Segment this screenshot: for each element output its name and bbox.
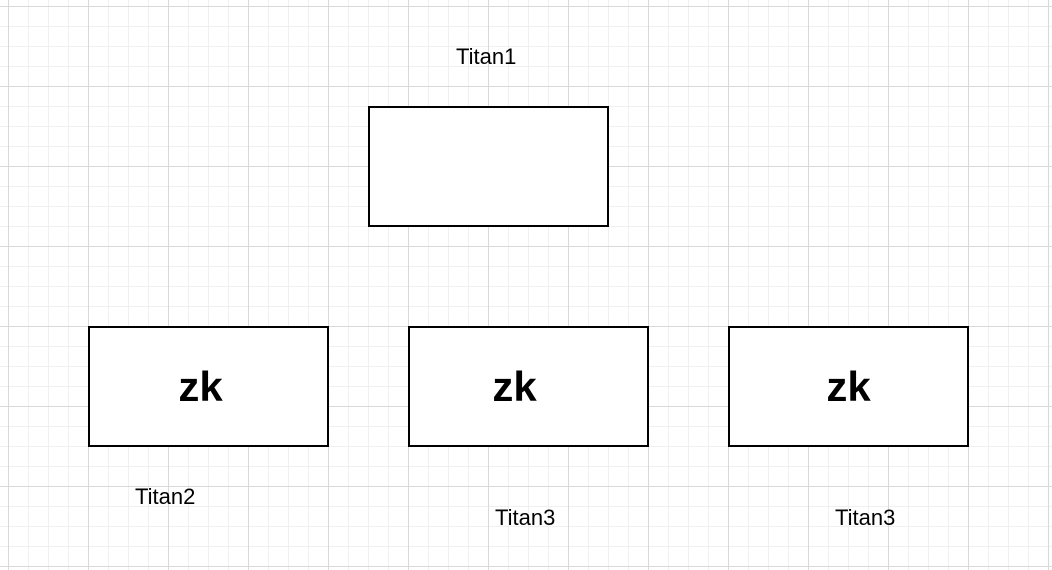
zk-node-caption-3: Titan3 (835, 505, 896, 530)
top-node-box[interactable] (368, 106, 609, 227)
zk-node-text-1: zk (178, 362, 223, 410)
zk-node-text-2: zk (492, 362, 537, 410)
top-node-caption: Titan1 (456, 44, 517, 69)
zk-node-caption-2: Titan3 (495, 505, 556, 530)
zk-node-caption-1: Titan2 (135, 484, 196, 509)
zk-node-box-1[interactable]: zk (88, 326, 329, 447)
zk-node-box-3[interactable]: zk (728, 326, 969, 447)
zk-node-box-2[interactable]: zk (408, 326, 649, 447)
zk-node-text-3: zk (826, 362, 871, 410)
